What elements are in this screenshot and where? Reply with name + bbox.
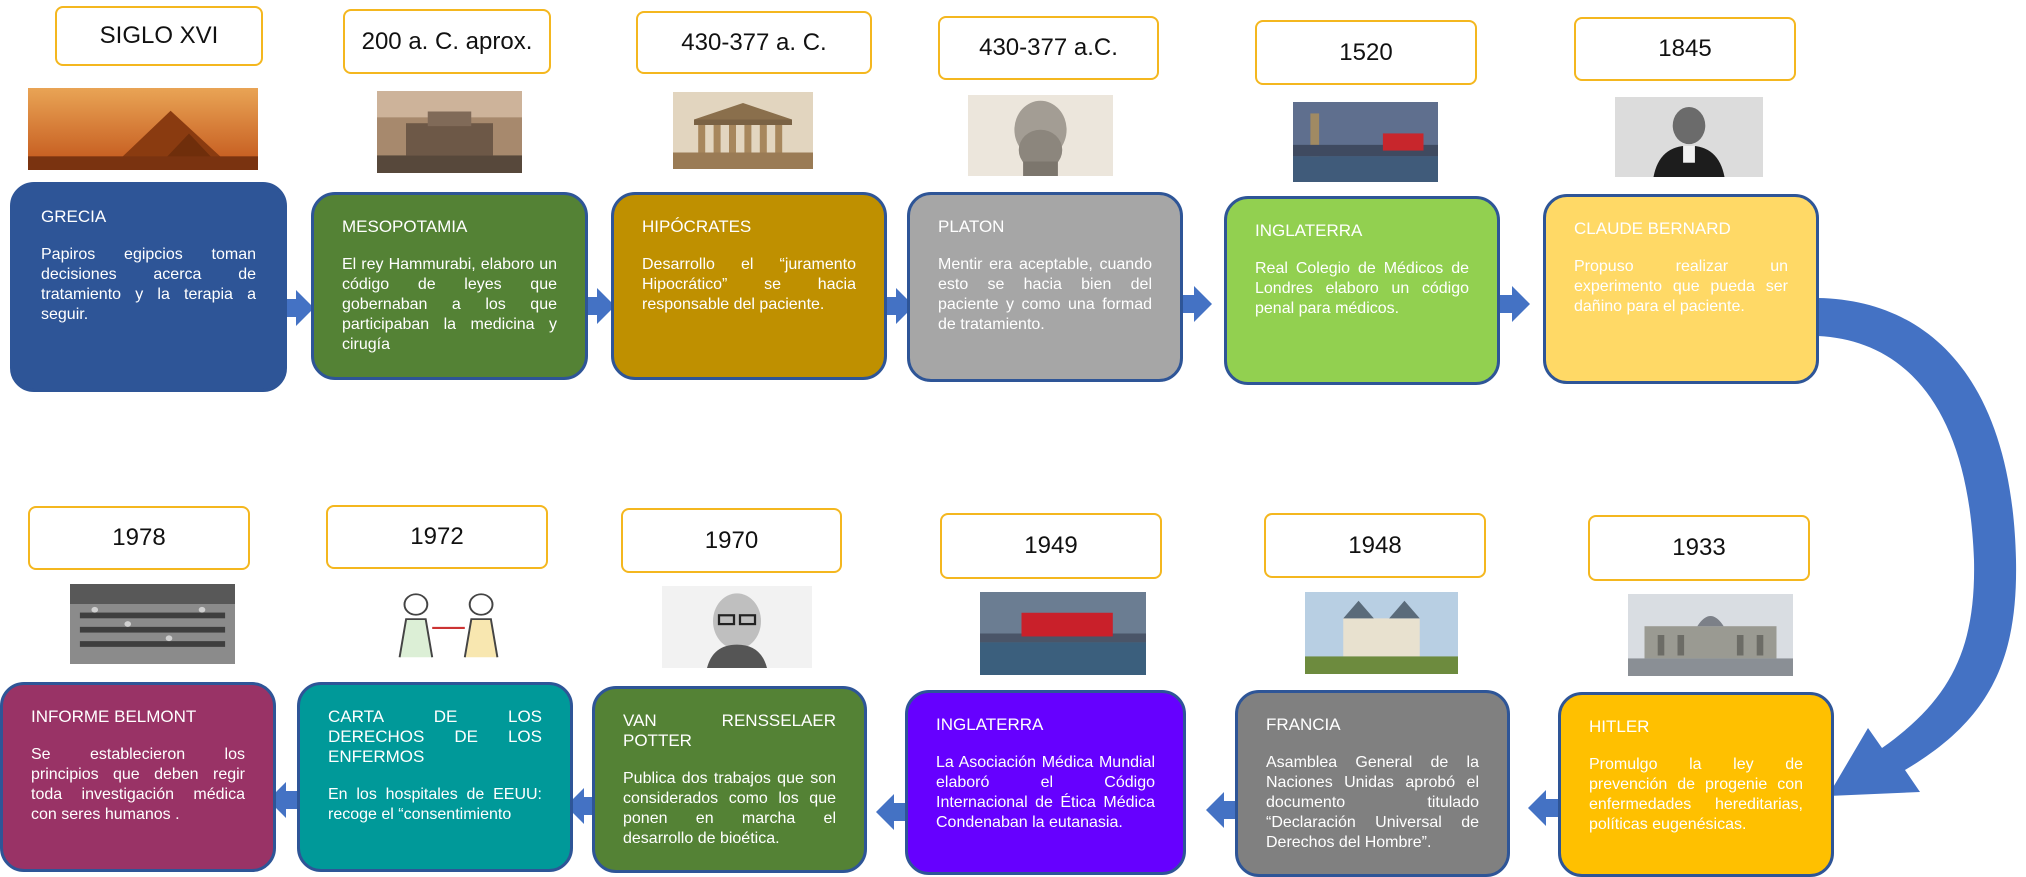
event-description: Se establecieron los principios que debe… xyxy=(31,746,245,823)
right-arrow xyxy=(583,288,615,324)
curved-connector-arrow xyxy=(1818,298,2017,796)
assembly-hall-image xyxy=(70,584,235,664)
event-card: HITLER Promulgo la ley de prevención de p… xyxy=(1558,692,1834,877)
ancient-city-image xyxy=(377,91,522,173)
claude-bernard-portrait-image xyxy=(1615,97,1763,177)
reichstag-building-image xyxy=(1628,594,1793,676)
event-date-box: 430-377 a.C. xyxy=(938,16,1159,80)
left-arrow xyxy=(1528,790,1560,826)
event-description: Desarrollo el “juramento Hipocrático” se… xyxy=(642,256,856,313)
event-card: CARTA DE LOS DERECHOS DE LOS ENFERMOS En … xyxy=(297,682,573,872)
event-card: GRECIA Papiros egipcios toman decisiones … xyxy=(10,182,287,392)
event-description: La Asociación Médica Mundial elaboró el … xyxy=(936,754,1155,831)
event-card: INFORME BELMONT Se establecieron los prin… xyxy=(0,682,276,872)
event-date-box: 1978 xyxy=(28,506,250,570)
left-arrow xyxy=(566,788,598,824)
event-description: Asamblea General de la Naciones Unidas a… xyxy=(1266,754,1479,851)
event-title: HIPÓCRATES xyxy=(642,217,752,236)
event-card: INGLATERRA Real Colegio de Médicos de Lon… xyxy=(1224,196,1500,385)
event-description: Papiros egipcios toman decisiones acerca… xyxy=(41,246,256,323)
event-card: HIPÓCRATES Desarrollo el “juramento Hipoc… xyxy=(611,192,887,380)
event-date-box: 1520 xyxy=(1255,20,1477,85)
event-title: FRANCIA xyxy=(1266,715,1341,734)
event-title: HITLER xyxy=(1589,717,1650,736)
event-title: CARTA DE LOS DERECHOS DE LOS ENFERMOS xyxy=(328,707,542,766)
event-description: El rey Hammurabi, elaboro un código de l… xyxy=(342,256,557,353)
event-description: En los hospitales de EEUU: recoge el “co… xyxy=(328,786,542,823)
right-arrow xyxy=(882,288,914,324)
event-title: MESOPOTAMIA xyxy=(342,217,468,236)
plato-bust-image xyxy=(968,95,1113,176)
event-card: FRANCIA Asamblea General de la Naciones U… xyxy=(1235,690,1510,877)
event-description: Publica dos trabajos que son considerado… xyxy=(623,770,836,847)
van-potter-portrait-image xyxy=(662,586,812,668)
right-arrow xyxy=(282,290,314,326)
doctor-patient-cartoon-image xyxy=(367,584,530,666)
event-title: VAN RENSSELAER POTTER xyxy=(623,711,836,750)
right-arrow xyxy=(1498,286,1530,322)
left-arrow xyxy=(876,794,908,830)
event-title: INFORME BELMONT xyxy=(31,707,197,726)
event-date-box: 430-377 a. C. xyxy=(636,11,872,74)
left-arrow xyxy=(1206,792,1238,828)
event-title: GRECIA xyxy=(41,207,107,226)
event-date-box: 1949 xyxy=(940,513,1162,579)
event-title: CLAUDE BERNARD xyxy=(1574,219,1731,238)
left-arrow xyxy=(268,782,300,818)
event-date-box: 1972 xyxy=(326,505,548,569)
event-card: MESOPOTAMIA El rey Hammurabi, elaboro un … xyxy=(311,192,588,380)
parthenon-image xyxy=(673,92,813,169)
event-description: Propuso realizar un experimento que pued… xyxy=(1574,258,1788,315)
event-card: VAN RENSSELAER POTTER Publica dos trabajo… xyxy=(592,686,867,873)
event-date-box: SIGLO XVI xyxy=(55,6,263,66)
london-bus-bridge-image xyxy=(980,592,1146,675)
event-title: INGLATERRA xyxy=(936,715,1044,734)
castle-image xyxy=(1305,592,1458,674)
right-arrow xyxy=(1180,286,1212,322)
event-card: PLATON Mentir era aceptable, cuando esto … xyxy=(907,192,1183,382)
desert-pyramids-image xyxy=(28,88,258,170)
event-description: Promulgo la ley de prevención de progeni… xyxy=(1589,756,1803,833)
event-description: Real Colegio de Médicos de Londres elabo… xyxy=(1255,260,1469,317)
event-date-box: 1970 xyxy=(621,508,842,573)
event-description: Mentir era aceptable, cuando esto se hac… xyxy=(938,256,1152,333)
event-title: INGLATERRA xyxy=(1255,221,1363,240)
event-date-box: 1845 xyxy=(1574,17,1796,81)
event-card: CLAUDE BERNARD Propuso realizar un experi… xyxy=(1543,194,1819,384)
event-date-box: 1948 xyxy=(1264,513,1486,578)
london-bridge-image xyxy=(1293,102,1438,182)
event-title: PLATON xyxy=(938,217,1005,236)
event-date-box: 1933 xyxy=(1588,515,1810,581)
event-date-box: 200 a. C. aprox. xyxy=(343,9,551,74)
event-card: INGLATERRA La Asociación Médica Mundial e… xyxy=(905,690,1186,875)
